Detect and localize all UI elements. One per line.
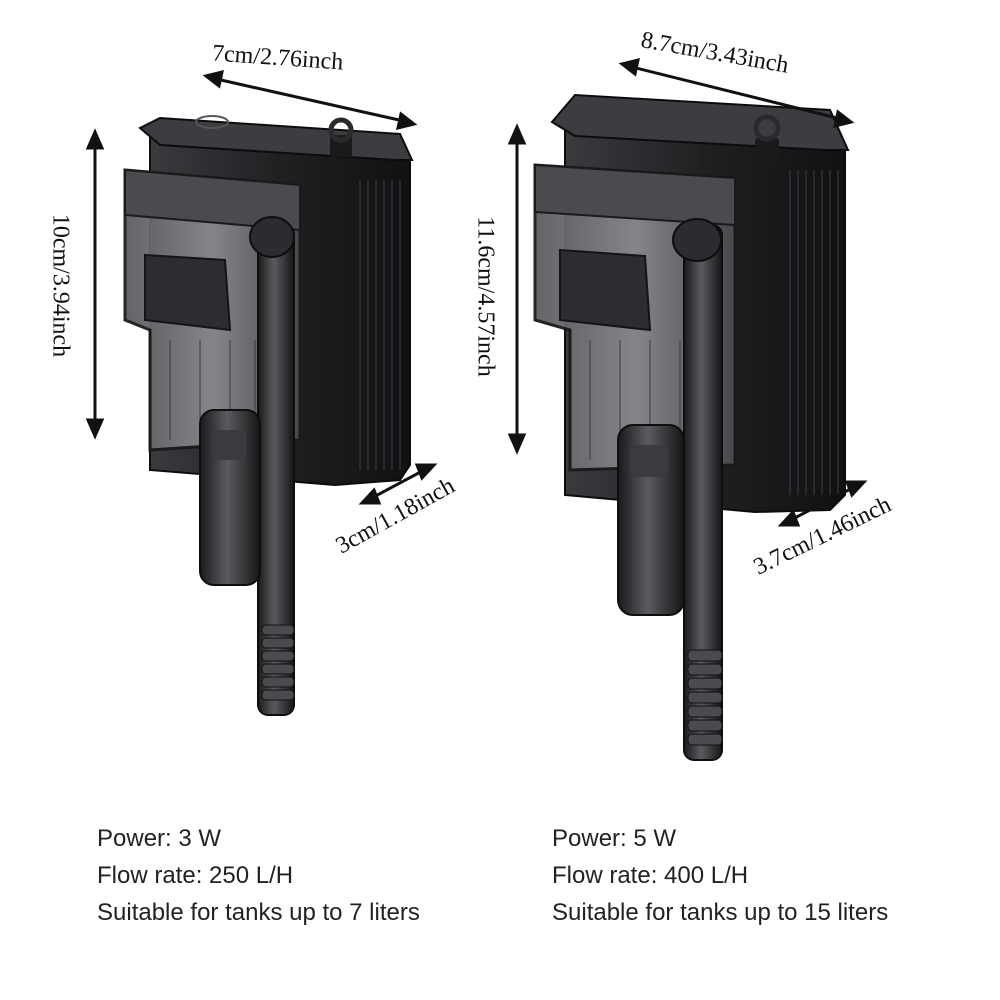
small-height-label: 10cm/3.94inch [47, 213, 74, 358]
large-filter-specs: Power: 5 W Flow rate: 400 L/H Suitable f… [552, 820, 888, 931]
small-height-arrow [85, 128, 105, 440]
small-depth-arrow [358, 463, 438, 505]
small-tank-spec: Suitable for tanks up to 7 liters [97, 899, 420, 926]
small-filter-specs: Power: 3 W Flow rate: 250 L/H Suitable f… [97, 820, 420, 931]
small-power-spec: Power: 3 W [97, 825, 222, 852]
small-flow-spec: Flow rate: 250 L/H [97, 862, 294, 889]
large-tank-spec: Suitable for tanks up to 15 liters [552, 899, 889, 926]
large-filter-image [533, 93, 850, 761]
large-power-spec: Power: 5 W [552, 825, 677, 852]
small-filter-image [123, 115, 414, 716]
small-width-arrow [202, 69, 418, 131]
large-depth-arrow [777, 480, 868, 527]
large-flow-spec: Flow rate: 400 L/H [552, 862, 749, 889]
large-height-label: 11.6cm/4.57inch [472, 216, 499, 377]
large-width-arrow [618, 57, 855, 129]
large-height-arrow [507, 123, 527, 455]
